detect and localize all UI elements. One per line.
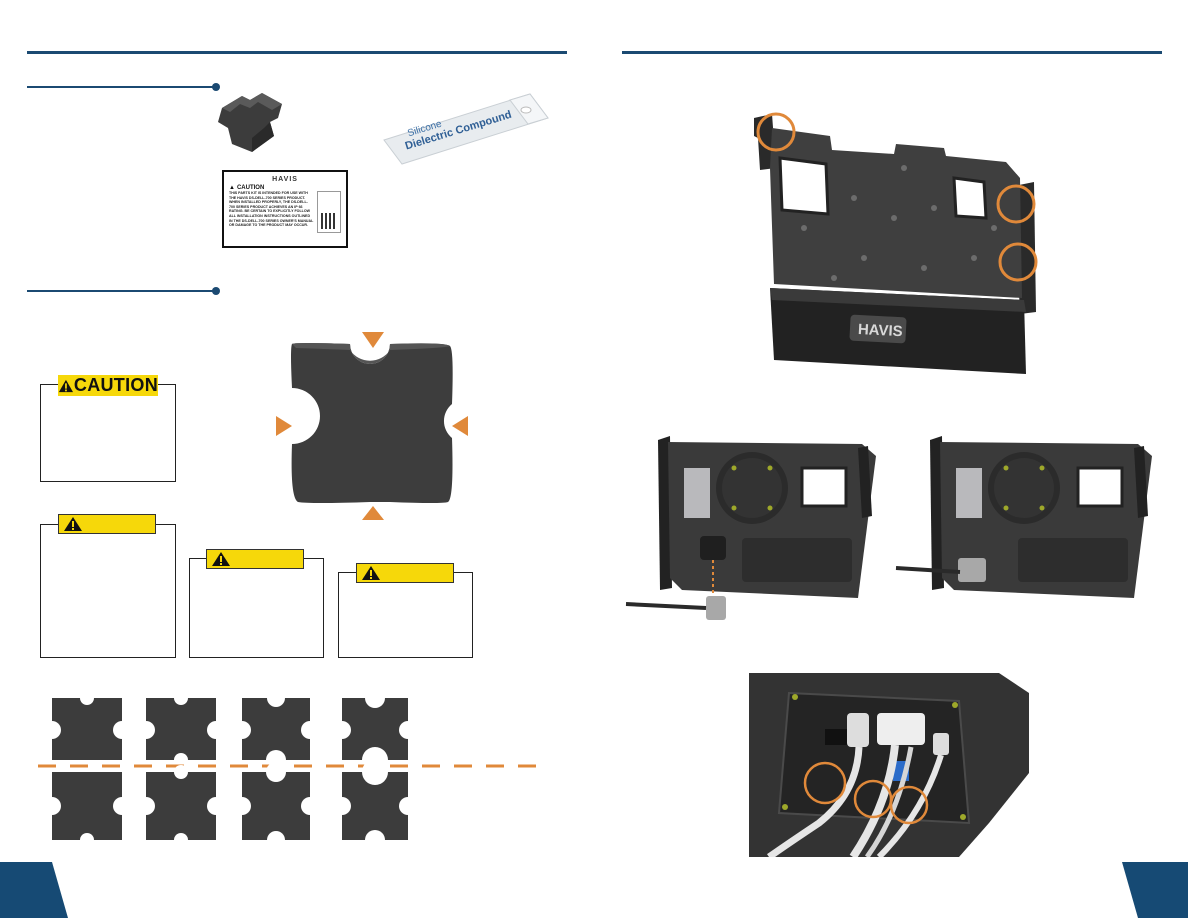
grommet-image (218, 93, 282, 152)
highlight-circle-1 (756, 112, 796, 152)
dock-brand: HAVIS (858, 321, 904, 340)
left-page-tab (0, 862, 68, 918)
right-header-rule (622, 51, 1162, 54)
dock-back-image: HAVIS (754, 112, 1038, 374)
warning-icon: ▲ (229, 185, 235, 191)
connector-panel-image (749, 673, 1029, 857)
left-header-rule (27, 51, 567, 54)
section-rule-kit-contents (27, 83, 220, 91)
right-page-tab (1122, 862, 1188, 918)
warning-icon (362, 566, 380, 580)
highlight-circle-3 (998, 242, 1038, 282)
warning-tag-1 (58, 514, 156, 534)
caution-box (40, 384, 176, 482)
warning-tag-3 (356, 563, 454, 583)
grommet-diagram (276, 332, 468, 520)
kit-label-heading: CAUTION (236, 185, 265, 191)
variant-3-bottom (233, 762, 319, 845)
warning-icon (212, 552, 230, 566)
arrow-right (452, 416, 468, 436)
warning-icon (58, 379, 74, 392)
warning-icon (64, 517, 82, 531)
grommet-cut-variants (38, 690, 548, 845)
highlight-circle-usb (803, 761, 847, 805)
warning-tag-2 (206, 549, 304, 569)
dock-cable-before-image (625, 436, 876, 620)
highlight-circle-2 (996, 184, 1036, 224)
kit-label-brand: HAVIS (272, 176, 298, 183)
warning-box-1 (40, 524, 176, 658)
variant-3-top (233, 690, 319, 770)
variant-2-bottom (137, 765, 225, 845)
highlight-circle-power (889, 785, 929, 825)
kit-label-body: THIS PARTS KIT IS INTENDED FOR USE WITH … (229, 191, 314, 228)
arrow-left (276, 416, 292, 436)
section-rule-grommet-install (27, 287, 220, 295)
warning-box-2 (189, 558, 324, 658)
kit-caution-label: HAVIS ▲CAUTION THIS PARTS KIT IS INTENDE… (222, 170, 348, 248)
silicone-packet-image: Silicone Dielectric Compound (383, 93, 549, 165)
arrow-top (362, 332, 384, 348)
variant-4-bottom (333, 759, 417, 845)
variant-1-bottom (43, 772, 131, 845)
dock-cable-after-image (895, 436, 1152, 598)
variant-2-top (137, 691, 225, 767)
caution-tag: CAUTION (58, 375, 158, 396)
arrow-bottom (362, 506, 384, 520)
caution-title: CAUTION (73, 375, 158, 395)
qr-code-icon (317, 191, 341, 233)
warning-box-3 (338, 572, 473, 658)
variant-1-top (43, 691, 131, 760)
